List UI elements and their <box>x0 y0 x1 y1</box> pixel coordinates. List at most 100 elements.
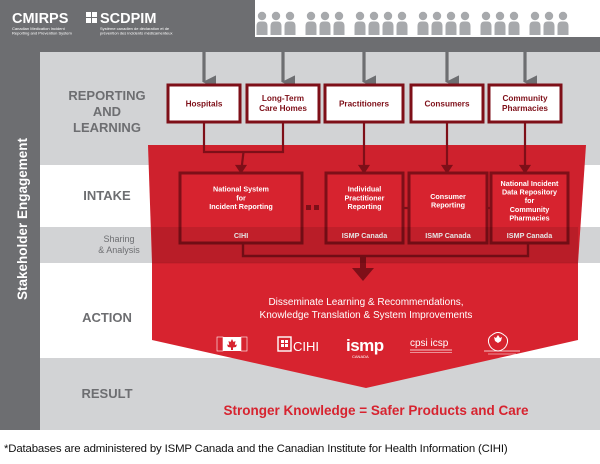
action-text-1: Disseminate Learning & Recommendations, <box>268 297 463 308</box>
source-label: Consumers <box>424 100 469 109</box>
label-and: AND <box>93 104 121 119</box>
system-org: CIHI <box>234 231 248 240</box>
logo-right-sub1: Système canadien de déclaration et de <box>100 26 170 31</box>
person-icon <box>529 11 541 35</box>
system-label: National Incident <box>501 179 560 188</box>
source-label: Care Homes <box>259 104 307 113</box>
stakeholder-bar <box>0 0 40 430</box>
source-label: Community <box>502 94 547 103</box>
system-label: Reporting <box>431 201 465 210</box>
link-arrowhead <box>518 164 532 174</box>
crest-icon <box>484 332 520 355</box>
result-text: Stronger Knowledge = Safer Products and … <box>224 403 529 418</box>
system-label: for <box>525 196 535 205</box>
system-label: Pharmacies <box>509 213 549 222</box>
cpsi-logo: cpsi icsp <box>410 338 452 353</box>
person-icon <box>459 11 471 35</box>
row-labels: REPORTING AND LEARNING INTAKE Sharing & … <box>68 88 145 401</box>
link-arrowhead <box>440 164 454 174</box>
person-icon <box>508 11 520 35</box>
system-org: ISMP Canada <box>507 231 553 240</box>
person-icon <box>270 11 282 35</box>
person-icon <box>319 11 331 35</box>
link-arrowhead <box>357 164 371 174</box>
label-intake: INTAKE <box>83 188 131 203</box>
system-label: Reporting <box>348 202 382 211</box>
canada-flag-icon <box>216 336 248 352</box>
stakeholder-label: Stakeholder Engagement <box>15 137 30 300</box>
label-action: ACTION <box>82 310 132 325</box>
system-label: Community <box>510 205 550 214</box>
cross-icon <box>86 12 97 23</box>
person-icon <box>368 11 380 35</box>
ismp-sub-text: CANADA <box>352 354 369 359</box>
person-icon <box>480 11 492 35</box>
collector <box>241 243 530 270</box>
person-icon <box>305 11 317 35</box>
person-icon <box>445 11 457 35</box>
person-icon <box>382 11 394 35</box>
logo-scdpim: SCDPIM <box>100 11 156 27</box>
cihi-logo: CIHI <box>277 336 319 354</box>
label-result: RESULT <box>81 386 132 401</box>
source-label: Practitioners <box>339 100 389 109</box>
source-box: Practitioners <box>323 83 405 124</box>
system-label: Incident Reporting <box>209 202 273 211</box>
source-links <box>202 122 532 210</box>
diagram-canvas: CMIRPS SCDPIM Canadian Medication Incide… <box>0 0 600 430</box>
logo-left-sub1: Canadian Medication Incident <box>12 26 66 31</box>
person-icon <box>557 11 569 35</box>
system-label: for <box>236 193 246 202</box>
ismp-logo: ismp CANADA <box>346 336 384 359</box>
person-icon <box>543 11 555 35</box>
ismp-text: ismp <box>346 336 384 355</box>
link-arrowhead <box>234 164 248 174</box>
person-icon <box>396 11 408 35</box>
action-text-2: Knowledge Translation & System Improveme… <box>260 310 473 321</box>
system-label: National System <box>213 185 269 194</box>
collector-arrowhead <box>352 268 374 281</box>
system-org: ISMP Canada <box>425 231 471 240</box>
person-icon <box>494 11 506 35</box>
footnote: *Databases are administered by ISMP Cana… <box>4 443 508 455</box>
person-icon <box>333 11 345 35</box>
system-label: Data Repository <box>502 188 557 197</box>
logo-cmirps: CMIRPS <box>12 11 69 27</box>
logo-right-sub2: prévention des incidents médicamenteux <box>100 31 173 36</box>
sharing-overlay <box>152 227 578 263</box>
source-label: Hospitals <box>186 100 223 109</box>
person-icon <box>284 11 296 35</box>
connector-bar <box>40 37 600 52</box>
people-icons <box>256 11 569 35</box>
logo-left-sub2: Reporting and Prevention System <box>12 31 72 36</box>
cpsi-text: cpsi icsp <box>410 338 449 349</box>
label-learning: LEARNING <box>73 120 141 135</box>
gray-arrows <box>202 52 538 89</box>
person-icon <box>417 11 429 35</box>
source-label: Pharmacies <box>502 104 548 113</box>
system-label: Practitioner <box>345 193 385 202</box>
system-label: Individual <box>348 185 382 194</box>
label-analysis: & Analysis <box>98 245 140 255</box>
cmirps-logo: CMIRPS SCDPIM Canadian Medication Incide… <box>12 11 173 36</box>
system-label: Consumer <box>430 192 466 201</box>
cihi-text: CIHI <box>293 339 319 354</box>
label-reporting: REPORTING <box>68 88 145 103</box>
source-box: Hospitals <box>166 83 242 124</box>
label-sharing: Sharing <box>103 234 134 244</box>
system-org: ISMP Canada <box>342 231 388 240</box>
source-label: Long-Term <box>262 94 304 103</box>
partner-logos: CIHI ismp CANADA cpsi icsp <box>216 332 520 359</box>
person-icon <box>256 11 268 35</box>
person-icon <box>431 11 443 35</box>
person-icon <box>354 11 366 35</box>
